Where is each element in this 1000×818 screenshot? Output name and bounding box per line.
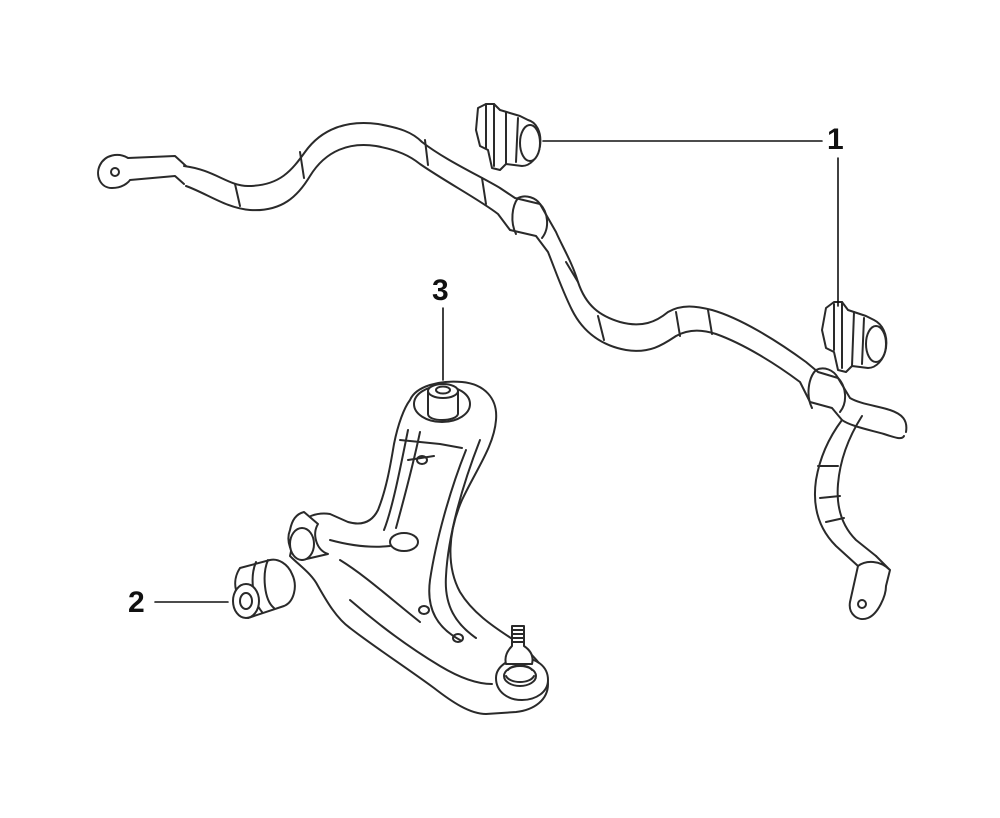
control-arm-hole [389, 532, 419, 552]
stabilizer-bar-seat-right [807, 367, 846, 413]
bushing-detail [833, 301, 865, 369]
control-arm-front-bushing [232, 558, 296, 619]
callout-label-1: 1 [827, 123, 844, 156]
ball-joint-boot-folds [505, 664, 535, 683]
stabilizer-bar-right-end-hole [857, 599, 867, 609]
stabilizer-bar-left-end-hole [110, 167, 120, 177]
control-arm-hole [452, 633, 464, 643]
control-arm-rear-bushing-bolt [435, 385, 451, 395]
bushing-inner-bore [239, 592, 253, 610]
leader-lines [154, 140, 839, 603]
bushing-bore [865, 325, 887, 363]
stabilizer-bar-ring [817, 465, 845, 523]
control-arm-hole [418, 605, 430, 615]
control-arm-front-sleeve-bore [289, 527, 315, 561]
control-arm-rib [329, 439, 493, 685]
control-arm-outline [289, 380, 549, 715]
control-arm-rear-bushing-top [427, 383, 459, 399]
stabilizer-bar-seat-left [511, 195, 548, 239]
stabilizer-bushing-lower [821, 301, 888, 373]
callout-label-3: 3 [432, 274, 449, 307]
stabilizer-bar-left-end-link [97, 153, 187, 189]
stabilizer-bushing-upper [475, 103, 542, 171]
control-arm-hole [416, 455, 428, 465]
stabilizer-bar [97, 122, 908, 620]
control-arm-rib [383, 429, 481, 641]
callout-label-2: 2 [128, 586, 145, 619]
stabilizer-bar-right-end-link [848, 555, 891, 620]
stabilizer-bar-ring [234, 139, 713, 341]
ball-joint-thread [511, 629, 525, 643]
stabilizer-bar-outline-lower [185, 144, 905, 440]
lower-control-arm [287, 380, 549, 715]
ball-joint-stud [504, 625, 534, 665]
stabilizer-bar-right-leg [814, 415, 877, 567]
bushing-bore [519, 124, 541, 162]
stabilizer-bar-outline-upper [183, 122, 908, 433]
bushing-detail [485, 103, 519, 167]
